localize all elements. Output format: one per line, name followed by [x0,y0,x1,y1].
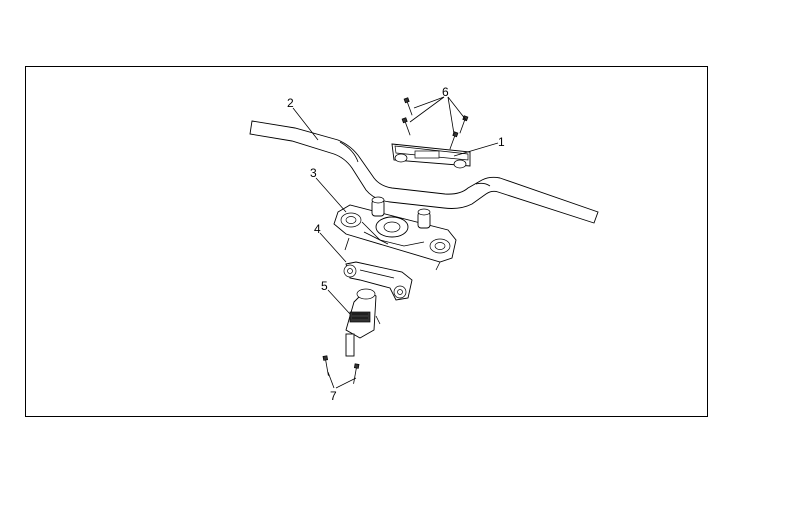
callout-labels: 1 2 3 4 5 6 7 [287,85,505,403]
callout-7: 7 [330,389,337,403]
callout-5: 5 [321,279,328,293]
part-handlebar [249,120,599,224]
part-ignition-switch [345,288,381,357]
part-clamp-bolts [401,97,469,150]
callout-6: 6 [442,85,449,99]
callout-3: 3 [310,166,317,180]
part-bracket [343,261,413,301]
part-triple-clamp [333,196,457,271]
leader-lines [292,96,499,389]
diagram-frame [25,66,708,417]
callout-2: 2 [287,96,294,110]
callout-4: 4 [314,222,321,236]
part-switch-bolts [322,355,360,384]
part-upper-clamp [391,143,471,169]
callout-1: 1 [498,135,505,149]
